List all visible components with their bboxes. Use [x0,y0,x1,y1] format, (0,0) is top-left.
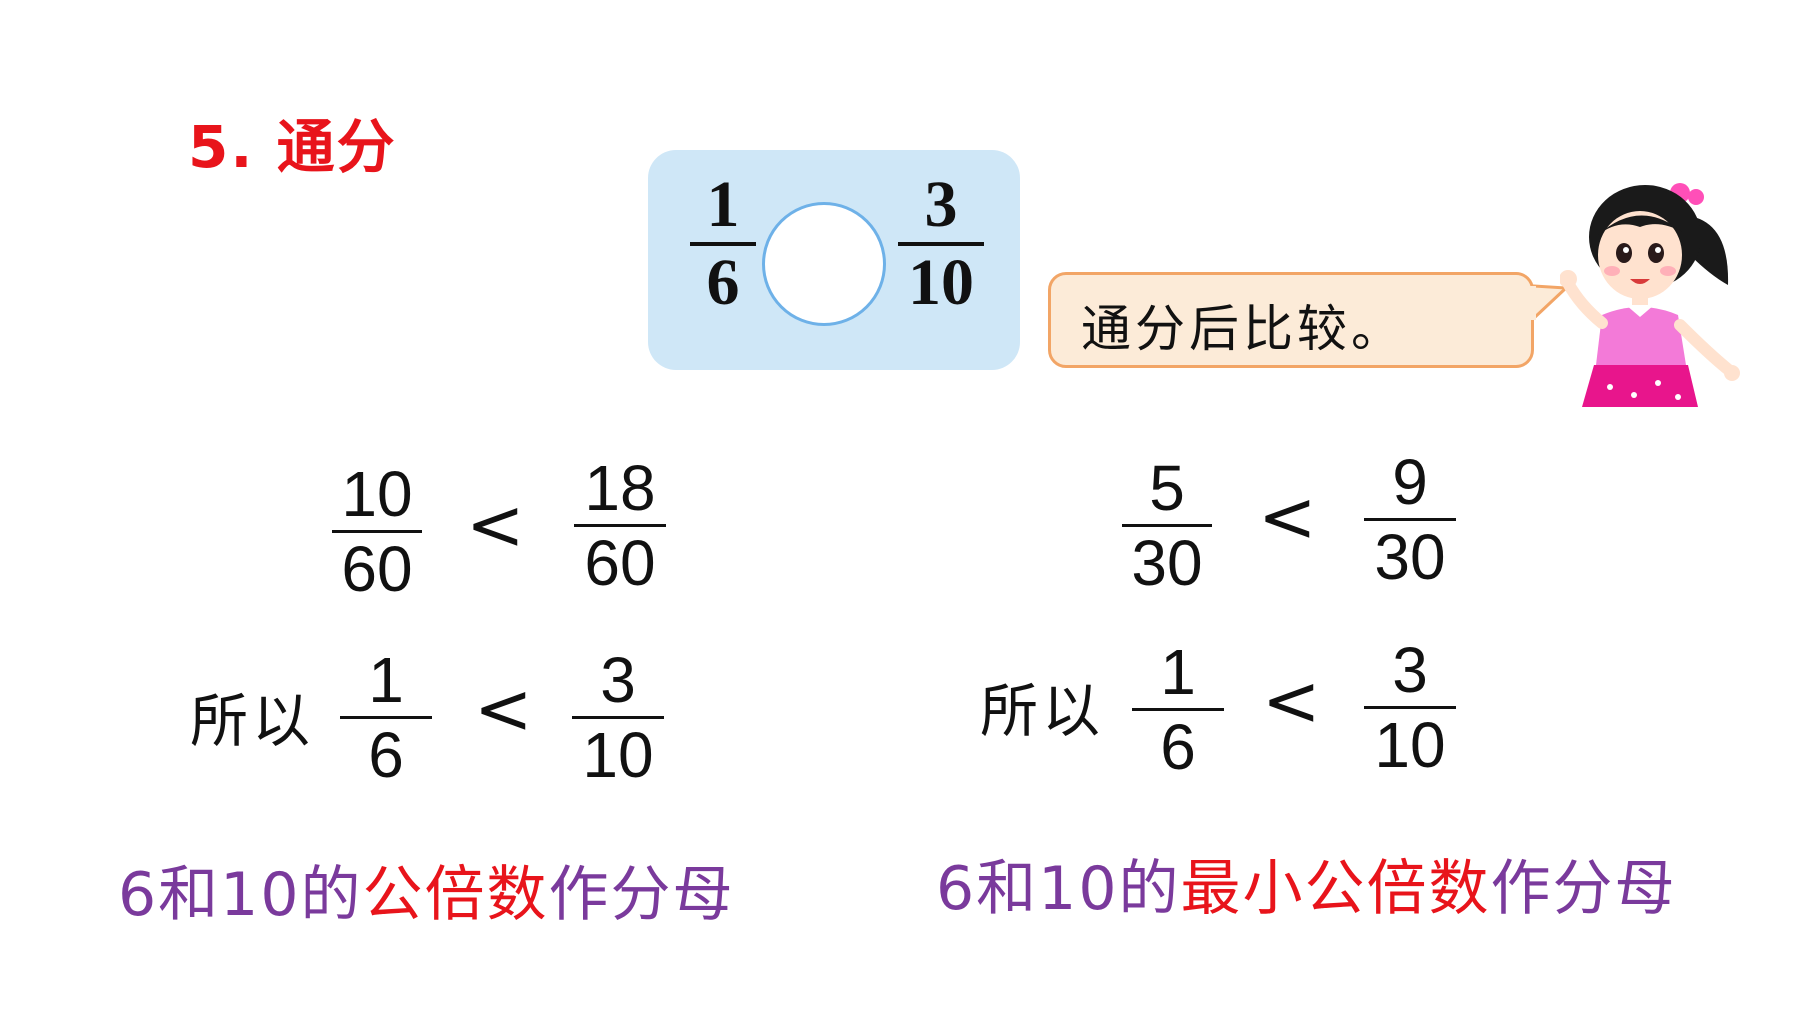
so-label: 所以 [980,677,1105,745]
speech-bubble-tail [1530,284,1570,322]
fraction-bar [1122,524,1212,527]
less-than-sign: < [466,484,525,566]
left-compare-fraction-a: 10 60 [332,458,422,605]
numerator: 3 [600,644,636,716]
denominator: 60 [584,527,656,599]
fraction-bar [1364,706,1456,709]
fraction-bar [898,242,984,246]
denominator: 30 [1131,527,1203,599]
caption-text: 6和10的 [936,854,1181,924]
caption-text: 6和10的 [118,860,363,930]
speech-bubble: 通分后比较。 [1048,272,1534,368]
question-fraction-right: 3 10 [898,168,984,320]
right-compare-fraction-b: 9 30 [1364,446,1456,593]
caption-highlight: 公倍数 [362,860,549,930]
numerator: 1 [706,168,740,241]
denominator: 6 [706,246,740,319]
numerator: 1 [368,644,404,716]
so-label: 所以 [190,687,315,755]
caption-highlight: 最小公倍数 [1180,854,1491,924]
fraction-bar [1132,708,1224,711]
denominator: 6 [1160,711,1196,783]
denominator: 10 [582,719,654,791]
numerator: 18 [584,452,656,524]
numerator: 3 [1392,634,1428,706]
less-than-sign: < [1262,660,1321,742]
numerator: 10 [341,458,413,530]
caption-text: 作分母 [1490,854,1677,924]
less-than-sign: < [474,668,533,750]
fraction-bar [332,530,422,533]
left-compare-fraction-b: 18 60 [574,452,666,599]
numerator: 3 [924,168,958,241]
right-caption: 6和10的最小公倍数作分母 [936,840,1677,927]
speech-bubble-text: 通分后比较。 [1081,300,1405,358]
page-title: 5. 通分 [188,113,397,181]
numerator: 1 [1160,636,1196,708]
question-fraction-left: 1 6 [690,168,756,320]
fraction-bar [690,242,756,246]
fraction-bar [574,524,666,527]
fraction-bar [340,716,432,719]
right-conclusion-fraction-a: 1 6 [1132,636,1224,783]
girl-character-illustration [1560,183,1740,407]
fraction-bar [1364,518,1456,521]
right-compare-fraction-a: 5 30 [1122,452,1212,599]
denominator: 6 [368,719,404,791]
comparison-answer-circle[interactable] [762,202,886,326]
numerator: 9 [1392,446,1428,518]
denominator: 60 [341,533,413,605]
left-conclusion-fraction-b: 3 10 [572,644,664,791]
left-conclusion-fraction-a: 1 6 [340,644,432,791]
left-caption: 6和10的公倍数作分母 [118,846,735,933]
numerator: 5 [1149,452,1185,524]
caption-text: 作分母 [548,860,735,930]
denominator: 10 [1374,709,1446,781]
denominator: 30 [1374,521,1446,593]
less-than-sign: < [1258,476,1317,558]
right-conclusion-fraction-b: 3 10 [1364,634,1456,781]
fraction-bar [572,716,664,719]
denominator: 10 [908,246,974,319]
